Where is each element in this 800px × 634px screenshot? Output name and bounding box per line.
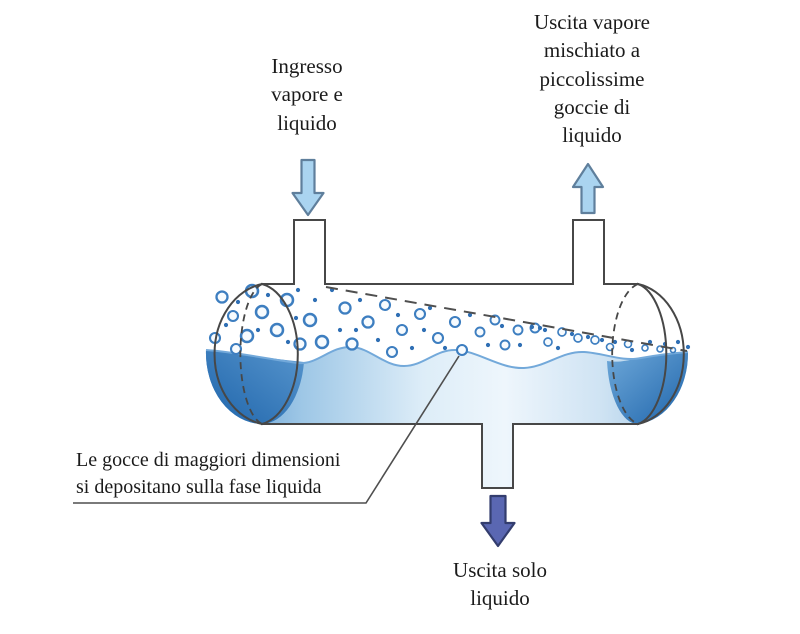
droplet-ring: [239, 328, 255, 344]
annotation-label: Le gocce di maggiori dimensioni si depos…: [76, 449, 341, 498]
droplet-dot: [409, 345, 415, 351]
liquid-outlet-label: Uscita solo liquido: [453, 558, 547, 611]
droplet-dot: [569, 331, 575, 337]
droplet-ring: [573, 333, 583, 343]
droplet-dot: [223, 322, 229, 328]
droplet-ring: [254, 304, 270, 320]
droplet-ring: [385, 345, 399, 359]
droplet-ring: [641, 344, 649, 352]
droplet-ring: [229, 342, 243, 356]
inlet-nozzle: [293, 219, 326, 285]
droplet-dot: [353, 327, 359, 333]
annotation-leader-line: [73, 355, 460, 504]
droplet-ring: [448, 315, 462, 329]
droplet-ring: [361, 315, 375, 329]
droplet-dot: [235, 299, 241, 305]
droplet-dot: [293, 315, 299, 321]
droplet-dot: [599, 337, 605, 343]
droplet-ring: [489, 314, 501, 326]
liquid-flow-down-arrow-icon: [480, 494, 516, 548]
droplet-dot: [629, 347, 635, 353]
droplet-ring: [512, 324, 524, 336]
liquid-right-cap: [607, 352, 689, 425]
droplet-dot: [485, 342, 491, 348]
droplet-ring: [499, 339, 511, 351]
droplet-ring: [455, 343, 469, 357]
droplet-ring: [378, 298, 392, 312]
droplet-ring: [413, 307, 427, 321]
droplet-dot: [499, 323, 505, 329]
inlet-flow-down-arrow-icon: [291, 158, 325, 217]
droplet-dot: [542, 327, 548, 333]
droplet-ring: [314, 334, 330, 350]
droplet-dot: [529, 324, 535, 330]
droplet-dot: [265, 292, 271, 298]
liquid-left-cap: [205, 350, 304, 424]
vapor-flow-up-arrow-icon: [571, 162, 605, 215]
droplet-dot: [255, 327, 261, 333]
droplet-dot: [395, 312, 401, 318]
droplet-dot: [612, 339, 618, 345]
droplet-dot: [312, 297, 318, 303]
left-cap-back-rim: [239, 283, 263, 425]
left-cap-outer-arc: [213, 282, 264, 426]
droplet-dot: [675, 339, 681, 345]
droplet-ring: [215, 290, 229, 304]
liquid-outlet-nozzle: [481, 423, 514, 489]
droplet-dot: [537, 325, 543, 331]
right-cap-front-rim: [636, 282, 668, 426]
droplet-ring: [395, 323, 409, 337]
droplet-ring: [590, 335, 600, 345]
droplet-dot: [337, 327, 343, 333]
droplet-ring: [302, 312, 318, 328]
droplet-ring: [656, 345, 664, 353]
droplet-ring: [226, 309, 240, 323]
droplet-dot: [467, 312, 473, 318]
right-cap-back-rim: [611, 283, 639, 425]
droplet-dot: [295, 287, 301, 293]
vapor-outlet-label: Uscita vapore mischiato a piccolissime g…: [533, 10, 651, 148]
spray-cone-dashed-line: [325, 286, 688, 352]
droplet-ring: [431, 331, 445, 345]
droplet-dot: [647, 339, 653, 345]
inlet-label: Ingresso vapore e liquido: [271, 54, 343, 135]
droplet-dot: [427, 305, 433, 311]
droplet-dot: [517, 342, 523, 348]
droplet-dot: [555, 345, 561, 351]
droplet-ring: [474, 326, 486, 338]
droplet-ring: [338, 301, 352, 315]
droplet-dot: [442, 345, 448, 351]
vapor-outlet-nozzle: [572, 219, 605, 285]
droplet-dot: [375, 337, 381, 343]
right-cap-outer-arc: [636, 282, 685, 426]
droplet-dot: [285, 339, 291, 345]
droplet-ring: [543, 337, 553, 347]
droplet-ring: [269, 322, 285, 338]
droplet-dot: [421, 327, 427, 333]
droplet-dot: [357, 297, 363, 303]
droplet-dot: [685, 344, 691, 350]
droplet-ring: [345, 337, 359, 351]
droplets-group: [208, 283, 691, 359]
liquid-body: [205, 346, 689, 487]
left-cap-front-rim: [260, 282, 299, 426]
droplet-dot: [585, 334, 591, 340]
vessel-outline: [213, 219, 685, 489]
